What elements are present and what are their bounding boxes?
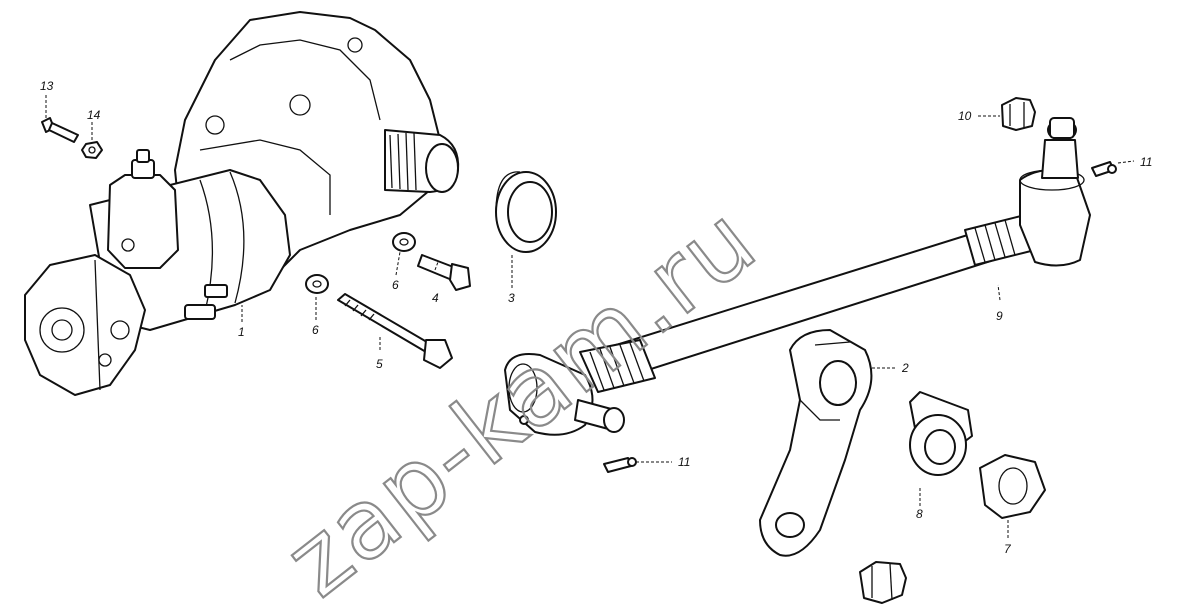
seal-ring-3: [495, 171, 557, 253]
tie-rod-9: [504, 117, 1091, 436]
callout-2: 2: [901, 361, 909, 375]
lock-washer-8: [909, 391, 973, 476]
callout-14: 14: [87, 108, 101, 122]
callout-labels: 13 14 1 6 6 4 5 3 10 11 9 2 11 8 7: [40, 79, 1152, 556]
callout-10: 10: [958, 109, 972, 123]
leader-lines: [45, 95, 1135, 540]
bolt-4: [417, 254, 471, 291]
callout-5: 5: [376, 357, 383, 371]
callout-9: 9: [996, 309, 1003, 323]
callout-13: 13: [40, 79, 54, 93]
bolt-5: [337, 293, 453, 369]
castle-nut-bottom: [859, 561, 907, 604]
bolt-13: [41, 117, 79, 143]
callout-11-lower: 11: [678, 455, 690, 469]
washer-6-upper: [392, 232, 416, 252]
callout-6-upper: 6: [392, 278, 399, 292]
nut-7: [979, 454, 1046, 519]
castle-nut-10: [1001, 97, 1036, 131]
callout-6-lower: 6: [312, 323, 319, 337]
cotter-pin-11-lower: [603, 457, 637, 473]
cotter-pin-11-upper: [1091, 161, 1117, 177]
callout-7: 7: [1004, 542, 1012, 556]
callout-1: 1: [238, 325, 245, 339]
pitman-arm-2: [759, 329, 873, 557]
callout-8: 8: [916, 507, 923, 521]
callout-3: 3: [508, 291, 515, 305]
callout-4: 4: [432, 291, 439, 305]
nut-14: [81, 141, 103, 159]
steering-gear-assembly: [24, 11, 460, 396]
callout-11-upper: 11: [1140, 155, 1152, 169]
washer-6-lower: [305, 274, 329, 294]
